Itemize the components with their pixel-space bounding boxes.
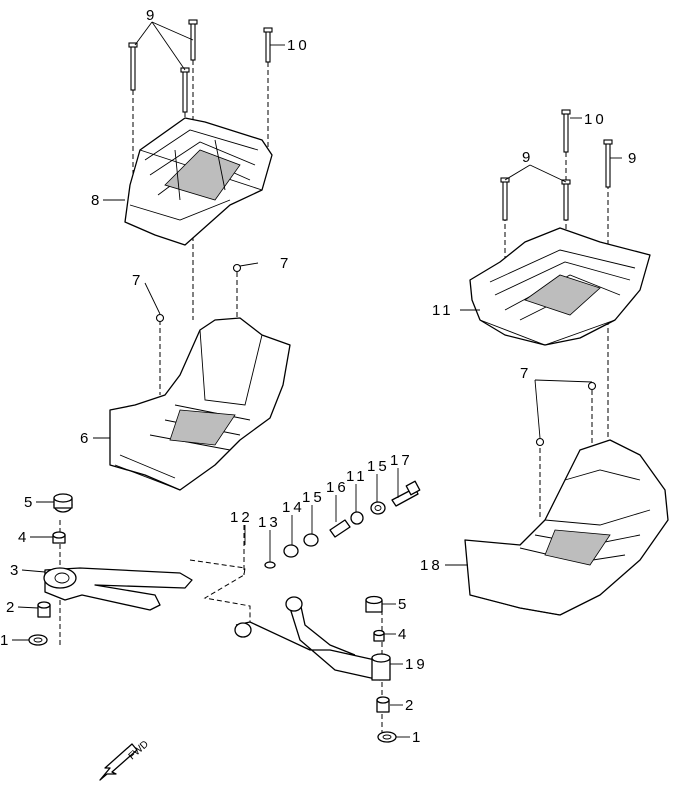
callout-3: 3 (10, 562, 21, 579)
callout-5-left: 5 (24, 494, 35, 511)
callout-11: 11 (432, 302, 454, 319)
callout-2-left: 2 (6, 599, 17, 616)
callout-16: 16 (326, 479, 349, 496)
left-fender-6 (109, 317, 291, 491)
callout-2-right: 2 (405, 697, 416, 714)
callout-6: 6 (80, 430, 91, 447)
callout-7-right: 7 (520, 365, 531, 382)
left-a-arm-assembly (28, 493, 193, 646)
callout-11-hardware: 11 (346, 468, 368, 485)
callout-9-top: 9 (146, 7, 157, 24)
leader-lines (12, 21, 622, 738)
callout-1-left: 1 (0, 632, 11, 649)
callout-9-right-b: 9 (628, 150, 639, 167)
fwd-label: FWD (127, 739, 151, 762)
callout-13: 13 (258, 514, 281, 531)
front-rack-11 (469, 227, 651, 346)
callout-4-left: 4 (18, 529, 29, 546)
callout-15-b: 15 (367, 458, 390, 475)
bolts (128, 19, 613, 221)
forward-direction-arrow: FWD (99, 739, 151, 781)
callout-1-right: 1 (412, 729, 423, 746)
callout-8: 8 (91, 192, 102, 209)
callout-7-left: 7 (132, 272, 143, 289)
callout-4-right: 4 (398, 626, 409, 643)
callout-17: 17 (390, 452, 413, 469)
right-a-arm-assembly (234, 595, 397, 743)
callout-18: 18 (420, 557, 443, 574)
pivot-hardware (264, 480, 421, 569)
callout-labels: 9 10 8 7 7 6 10 9 9 11 7 18 5 4 3 2 1 12… (0, 7, 639, 746)
callout-7-mid: 7 (280, 255, 291, 272)
callout-12: 12 (230, 509, 253, 526)
callout-14: 14 (282, 499, 305, 516)
right-fender-18 (464, 439, 669, 616)
callout-10-top: 10 (287, 37, 310, 54)
rear-rack-8 (124, 117, 273, 246)
callout-5-right: 5 (398, 596, 409, 613)
callout-9-right-a: 9 (522, 149, 533, 166)
nuts (155, 263, 597, 447)
callout-19: 19 (405, 656, 428, 673)
callout-10-right: 10 (584, 111, 607, 128)
callout-15-a: 15 (302, 489, 325, 506)
